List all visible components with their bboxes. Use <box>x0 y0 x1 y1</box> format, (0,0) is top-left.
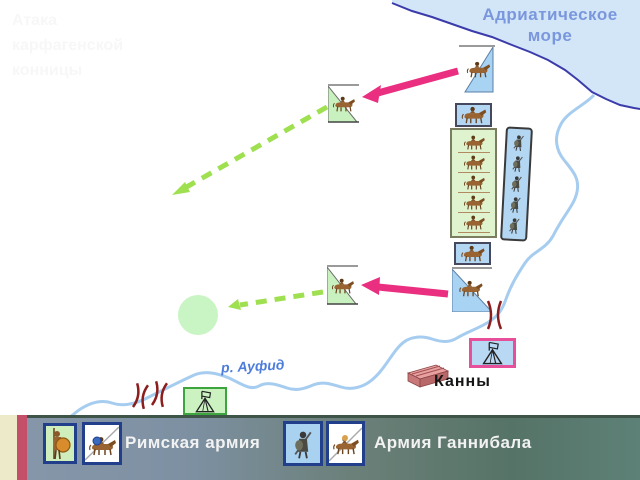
faint-caption-line: конницы <box>12 62 83 79</box>
carthaginian-infantry-rank <box>508 217 520 235</box>
carthaginian-cavalry-wedge-north <box>459 45 495 93</box>
carthaginian-infantry-rank <box>513 134 525 152</box>
roman-cavalry-wedge-south <box>327 265 358 305</box>
legend-hannibal-cavalry-icon <box>326 421 365 466</box>
faint-caption: Атака карфагенской конницы <box>12 8 123 83</box>
roman-infantry-rank <box>457 174 490 193</box>
bridge-icon <box>131 382 150 410</box>
carthaginian-infantry-rank <box>509 196 521 214</box>
attack-arrow-south <box>361 277 449 298</box>
attack-arrow-north <box>362 67 459 103</box>
legend-roman-label: Римская армия <box>125 433 261 452</box>
carthaginian-infantry-rank <box>511 176 522 193</box>
faint-caption-line: карфагенской <box>12 37 124 54</box>
roman-infantry-column <box>450 128 497 238</box>
footer-cream-stripe <box>0 415 17 480</box>
maneuver-target-circle <box>178 295 218 335</box>
tent-icon <box>195 390 215 412</box>
roman-camp-marker <box>183 387 227 415</box>
carthaginian-cavalry-unit-south <box>454 242 491 265</box>
maneuver-arrow-north <box>172 104 329 195</box>
river-label: р. Ауфид <box>220 356 285 376</box>
sea-label: Адриатическое море <box>482 5 618 45</box>
roman-infantry-rank <box>457 214 490 233</box>
faint-caption-line: Атака <box>12 12 57 29</box>
legend-roman-infantry-icon <box>43 423 77 464</box>
carthaginian-infantry-column <box>500 126 533 242</box>
legend-roman-cavalry-icon <box>82 422 122 465</box>
roman-infantry-rank <box>457 154 490 173</box>
roman-infantry-rank <box>457 134 490 153</box>
footer-crimson-stripe <box>17 415 27 480</box>
legend-hannibal-infantry-icon <box>283 421 323 466</box>
carthaginian-camp-marker <box>469 338 516 368</box>
town-label: Канны <box>434 373 491 390</box>
roman-cavalry-wedge-north <box>328 84 359 123</box>
legend-hannibal-label: Армия Ганнибала <box>374 433 532 452</box>
maneuver-arrow-south <box>228 289 324 310</box>
bridge-icon <box>150 380 169 408</box>
carthaginian-cavalry-wedge-south <box>452 267 492 312</box>
roman-infantry-rank <box>457 194 490 213</box>
carthaginian-infantry-rank <box>512 155 523 173</box>
carthaginian-cavalry-unit <box>455 103 492 127</box>
tent-icon <box>482 341 503 365</box>
town-icon <box>406 364 450 388</box>
